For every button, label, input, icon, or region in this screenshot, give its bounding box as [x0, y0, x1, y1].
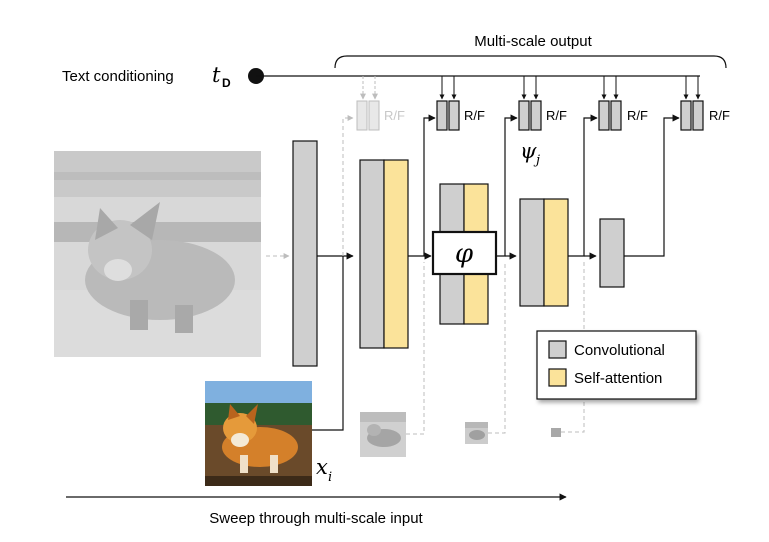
- thumbnail-2: [465, 422, 488, 444]
- rf-head-2: R/F: [518, 76, 567, 131]
- legend-swatch-self-attention: [548, 368, 567, 387]
- rf-label-2: R/F: [546, 108, 567, 123]
- block1-attn: [383, 159, 409, 349]
- phi-box: [431, 230, 498, 276]
- output-bracket: [334, 55, 727, 69]
- x-subscript: i: [328, 470, 332, 485]
- rf-head-4: R/F: [680, 76, 730, 131]
- legend: Convolutional Self-attention: [536, 330, 697, 400]
- encoder-conv-block: [292, 140, 318, 367]
- block4-conv: [599, 218, 625, 288]
- rf-block-faded-b: [368, 100, 380, 131]
- sweep-label: Sweep through multi-scale input: [209, 510, 423, 527]
- block4-to-rf4: [624, 114, 680, 257]
- rf-block-faded-a: [356, 100, 368, 131]
- legend-label-self-attention: Self-attention: [574, 370, 662, 387]
- t-symbol: t: [212, 63, 221, 87]
- thumb2-connector: [488, 262, 506, 434]
- phi-symbol: φ: [455, 239, 474, 269]
- thumb3-connector: [561, 262, 585, 433]
- rf-label-1: R/F: [464, 108, 485, 123]
- rf-label-faded: R/F: [384, 108, 405, 123]
- psi-symbol: ψ: [520, 139, 537, 163]
- rf-label-3: R/F: [627, 108, 648, 123]
- block1-conv: [359, 159, 385, 349]
- block3-to-rf3: [568, 114, 598, 257]
- thumb1-connector: [406, 262, 425, 435]
- rf-head-1: R/F: [436, 76, 485, 131]
- block3-conv: [519, 198, 545, 307]
- multi-scale-output-label: Multi-scale output: [474, 33, 592, 50]
- branch-to-faded-rf: [342, 115, 354, 256]
- input-to-encoder-line: [312, 256, 344, 431]
- phi-to-rf2: [496, 114, 518, 257]
- generated-image-grayscale: [54, 151, 261, 357]
- legend-swatch-convolutional: [548, 340, 567, 359]
- rf-head-3: R/F: [598, 76, 648, 131]
- t-subscript: D: [222, 76, 231, 90]
- block1-to-rf1: [408, 114, 436, 257]
- legend-label-convolutional: Convolutional: [574, 342, 665, 359]
- block3-attn: [543, 198, 569, 307]
- thumbnail-3: [551, 428, 561, 437]
- thumbnail-1: [360, 412, 406, 457]
- psi-subscript: j: [533, 153, 540, 168]
- text-conditioning-label: Text conditioning: [62, 68, 174, 85]
- rf-label-4: R/F: [709, 108, 730, 123]
- x-symbol: x: [316, 455, 328, 479]
- input-image: [205, 381, 312, 486]
